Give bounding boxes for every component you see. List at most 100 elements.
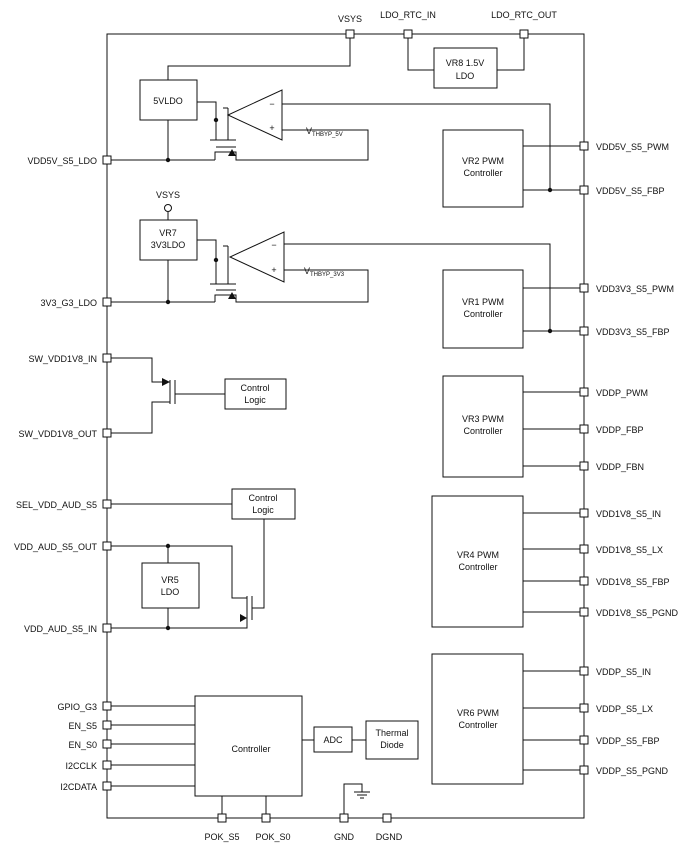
vr3-label-2: Controller (463, 426, 502, 436)
pin-label-gnd: GND (334, 832, 355, 842)
ldo-3v3-wiring (110, 212, 586, 332)
pin-label-ldo-rtc-in: LDO_RTC_IN (380, 10, 436, 20)
pin-vdd3v3-s5-fbp (579, 326, 589, 336)
vr8-ldo-label-1: VR8 1.5V (446, 58, 485, 68)
pin-vddp-fbp (579, 424, 589, 434)
pin-sw-vdd1v8-out (102, 428, 112, 438)
pin-label-i2cclk: I2CCLK (65, 761, 97, 771)
junction-dot (165, 625, 171, 631)
pin-vddp-s5-fbp (579, 735, 589, 745)
pin-ldo-rtc-out (519, 29, 529, 39)
control-logic-1-label-1: Control (240, 383, 269, 393)
pin-label-3v3-g3-ldo: 3V3_G3_LDO (40, 298, 97, 308)
vr7-label-1: VR7 (159, 228, 177, 238)
pin-label-vddp-s5-fbp: VDDP_S5_FBP (596, 736, 660, 746)
pin-label-vddp-fbn: VDDP_FBN (596, 462, 644, 472)
pin-label-vdd3v3-s5-pwm: VDD3V3_S5_PWM (596, 284, 674, 294)
pin-label-gpio-g3: GPIO_G3 (57, 702, 97, 712)
vr4-label-1: VR4 PWM (457, 550, 499, 560)
pin-label-vdd5v-s5-fbp: VDD5V_S5_FBP (596, 186, 665, 196)
junction-dot (165, 299, 171, 305)
pin-pok-s5 (217, 813, 227, 823)
vr6-label-2: Controller (458, 720, 497, 730)
pin-label-vddp-s5-lx: VDDP_S5_LX (596, 704, 653, 714)
vr1-label-2: Controller (463, 309, 502, 319)
vr5-label-2: LDO (161, 587, 180, 597)
load-switch-1v8-wiring (110, 357, 225, 434)
pin-sw-vdd1v8-in (102, 353, 112, 363)
pin-pok-s0 (261, 813, 271, 823)
adc-label: ADC (323, 735, 343, 745)
amp-3v3-plus: + (271, 265, 276, 275)
mosfet-3v3-arrow (228, 292, 236, 299)
ldo-5v-wiring (110, 34, 586, 191)
control-logic-2-label-1: Control (248, 493, 277, 503)
vthbyp-3v3-label: VTHBYP_3V3 (304, 266, 345, 278)
ldo-5v-block (139, 79, 198, 121)
pin-gpio-g3 (102, 701, 112, 711)
junction-dot (165, 157, 171, 163)
pin-label-vsys: VSYS (338, 14, 362, 24)
pin-label-en-s5: EN_S5 (68, 721, 97, 731)
pin-label-vdd-aud-s5-in: VDD_AUD_S5_IN (24, 624, 97, 634)
junction-dot (165, 543, 171, 549)
pin-label-pok-s0: POK_S0 (255, 832, 290, 842)
pin-vddp-pwm (579, 387, 589, 397)
controller-block (194, 695, 303, 797)
vr1-pwm-controller (442, 269, 524, 349)
pin-vddp-fbn (579, 461, 589, 471)
pin-vdd5v-s5-pwm (579, 141, 589, 151)
pin-vsys (345, 29, 355, 39)
controller-wiring (110, 705, 370, 815)
vr7-vsys-label: VSYS (156, 190, 180, 200)
vr7-3v3-ldo-block (139, 219, 198, 261)
control-logic-2-label-2: Logic (252, 505, 274, 515)
vr4-pwm-controller (431, 495, 524, 628)
junction-dot (547, 187, 553, 193)
pin-label-vdd5v-s5-pwm: VDD5V_S5_PWM (596, 142, 669, 152)
pin-sel-vdd-aud-s5 (102, 499, 112, 509)
controller-label: Controller (231, 744, 270, 754)
error-amp-5v (226, 89, 283, 141)
amp-3v3-minus: − (271, 240, 276, 250)
vr6-pwm-controller (431, 653, 524, 785)
pin-label-sw-vdd1v8-out: SW_VDD1V8_OUT (18, 429, 97, 439)
pin-label-en-s0: EN_S0 (68, 740, 97, 750)
vr1-label-1: VR1 PWM (462, 297, 504, 307)
pin-label-vdd1v8-s5-pgnd: VDD1V8_S5_PGND (596, 608, 679, 618)
pin-label-vdd1v8-s5-fbp: VDD1V8_S5_FBP (596, 577, 670, 587)
vr7-label-2: 3V3LDO (151, 240, 186, 250)
vthbyp-5v-label: VTHBYP_5V (306, 126, 343, 138)
pin-3v3-g3-ldo (102, 297, 112, 307)
vr2-label-1: VR2 PWM (462, 156, 504, 166)
control-logic-1 (224, 378, 287, 410)
pin-label-vddp-pwm: VDDP_PWM (596, 388, 648, 398)
mosfet-5v-arrow (228, 149, 236, 156)
pin-dgnd (382, 813, 392, 823)
vr2-label-2: Controller (463, 168, 502, 178)
pin-ldo-rtc-in (403, 29, 413, 39)
pin-i2cclk (102, 760, 112, 770)
pin-gnd (339, 813, 349, 823)
pin-vddp-s5-in (579, 666, 589, 676)
junction-dot (213, 257, 219, 263)
pin-vdd-aud-s5-in (102, 623, 112, 633)
pin-label-pok-s5: POK_S5 (204, 832, 239, 842)
junction-dot (547, 328, 553, 334)
pin-label-vddp-fbp: VDDP_FBP (596, 425, 644, 435)
amp-5v-plus: + (269, 123, 274, 133)
pin-label-vdd3v3-s5-fbp: VDD3V3_S5_FBP (596, 327, 670, 337)
error-amp-3v3 (228, 231, 285, 283)
pin-vdd-aud-s5-out (102, 541, 112, 551)
pin-en-s5 (102, 720, 112, 730)
vr3-label-1: VR3 PWM (462, 414, 504, 424)
pin-label-sel-vdd-aud-s5: SEL_VDD_AUD_S5 (16, 500, 97, 510)
pin-label-vddp-s5-pgnd: VDDP_S5_PGND (596, 766, 669, 776)
vr6-label-1: VR6 PWM (457, 708, 499, 718)
pin-vdd3v3-s5-pwm (579, 283, 589, 293)
junction-dot (213, 117, 219, 123)
vr3-wiring (523, 391, 586, 467)
vr8-ldo-wiring (407, 34, 525, 71)
vr2-pwm-controller (442, 129, 524, 208)
